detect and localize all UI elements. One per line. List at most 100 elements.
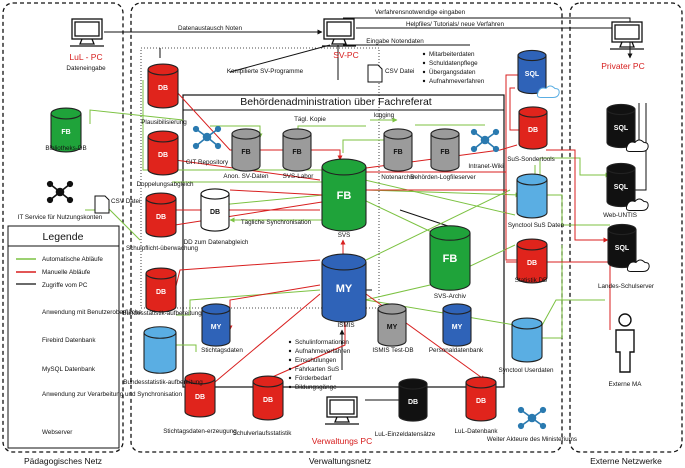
label-helpfiles: Helpfiles/ Tutorials/ neue Verfahren [406,21,505,28]
legend-title: Legende [43,231,84,243]
db-statistik: DB [516,238,548,284]
database-labels: Plausibilisierung Doppelungsabgleich Sch… [45,119,654,438]
db-code: MY [387,324,398,331]
db-label-doppelungsabgleich: Doppelungsabgleich [136,181,194,188]
db-code: FB [292,149,301,156]
db-svs-archiv: FB [429,225,471,291]
db-code: DB [528,127,538,134]
db-label-schulpflicht: Schulpflicht-überwachung [126,245,199,252]
db-code: DB [156,289,166,296]
db-code: MY [211,324,222,331]
db-code: FB [337,190,352,202]
db-synctool-sus [516,173,548,219]
db-label-stichtags: Stichtagsdaten [201,347,243,354]
label-taegl-kopie: Tägl. Kopie [294,116,326,123]
legend-item: Firebird Datenbank [42,337,96,344]
sv-pc-label: SV-PC [333,50,359,60]
db-ismis-test: MY [377,303,407,347]
db-label-personal: Personaldatenbank [429,347,484,354]
db-code: DB [476,398,486,405]
db-bundesstatistik2 [143,326,177,374]
db-label-bundesstatistik2: Bundesstatistik-aufbereitung [123,379,203,386]
ismis-bullets: Schulinformationen Aufnahmeverfahren Ein… [288,339,351,391]
db-personal: MY [442,303,472,347]
db-label-stichtagserzeugung: Stichtagsdaten-erzeugung [163,428,237,435]
file-icon-2 [94,195,110,214]
db-code: SQL [614,184,629,191]
legend-box [7,225,120,449]
db-code: FB [440,149,449,156]
ismis-bullet: Schulinformationen [295,339,349,346]
db-sql-private: SQL [517,49,560,98]
legend-item: Anwendung mit Benutzeroberfläche [42,309,142,316]
db-label-lul-einzel: LuL-Einzeldatensätze [375,431,436,438]
db-code: DB [158,152,168,159]
db-label-notenarchiv: Notenarchiv [381,174,415,181]
db-code: FB [241,149,250,156]
sv-bullet: Mitarbeiterdaten [429,51,475,58]
ismis-bullet: Aufnahmeverfahren [295,348,351,355]
db-ismis: MY [321,253,367,323]
private-pc-icon [610,21,644,50]
db-svslabor: FB [282,128,312,172]
sv-bullet: Aufnahmeverfahren [429,78,485,85]
cloud-icon [625,139,649,152]
db-web-untis: SQL [606,162,649,211]
db-synctool-user [511,317,543,363]
db-code: SQL [615,245,630,252]
label-eingabe-noten: Eingabe Notendaten [366,38,424,45]
lul-pc-title: LuL - PC [69,52,102,62]
weiter-akteure-icon [517,406,547,430]
db-label-statistik: Statistik DB [515,277,548,284]
db-code: DB [156,214,166,221]
admin-box [182,94,505,388]
db-label-bundesstatistik1: Bundesstatistik-aufbereitung [122,310,202,317]
legend-item: Webserver [42,429,72,436]
db-sus-sonder: DB [518,106,548,150]
legend-item: Manuelle Abläufe [42,269,91,276]
label-kompilierte: Kompilierte SV-Programme [227,68,304,75]
weiter-akteure-label: Weiter Akteure des Ministeriums [487,436,577,443]
sv-bullet: Übergangsdaten [429,68,476,76]
csv-datei-label-2: CSV Datei [111,198,140,205]
git-icon [192,125,222,150]
db-code: MY [452,324,463,331]
db-plausibilisierung: DB [147,63,179,109]
db-code: DB [408,399,418,406]
db-bundesstatistik1: DB [145,267,177,313]
csv-datei-label: CSV Datei [385,68,414,75]
zone-label-extern: Externe Netzwerke [590,456,662,466]
db-label-behoerden: Behörden-Logfileserver [410,174,475,181]
lul-pc-sub: Dateneingabe [66,65,106,72]
cloud-icon [536,85,560,98]
db-behoerden: FB [430,128,460,172]
db-label-landes: Landes-Schulserver [598,283,654,290]
db-label-lul-db: LuL-Datenbank [454,428,498,435]
verwaltungs-pc-icon [325,396,359,425]
private-pc-label: Privater PC [601,61,644,71]
db-label-ismis-test: ISMIS Test-DB [372,347,413,354]
label-logging: logging [374,112,395,119]
zone-label-paedagogisch: Pädagogisches Netz [24,456,102,466]
db-label-web-untis: Web-UNTIS [603,212,637,219]
db-code: DB [263,397,273,404]
db-label-svs: SVS [338,232,351,239]
sv-bullet: Schuldatenpflege [429,60,478,67]
label-taegliche-sync: Tägliche Synchronisation [241,219,312,226]
db-anon: FB [231,128,261,172]
db-lul-db: DB [465,376,497,422]
connections [85,17,648,403]
db-label-synctool-sus-text: Synctool SuS Daten [508,222,565,229]
db-schulpflicht: DB [145,192,177,238]
zone-label-verwaltung: Verwaltungsnetz [309,456,371,466]
db-dd: DB [200,188,230,232]
db-stichtagserzeugung: DB [184,372,216,418]
db-notenarchiv: FB [383,128,413,172]
cloud-icon [625,198,649,211]
ismis-bullet: Bildungsgänge [295,384,337,391]
verwaltungs-pc-label: Verwaltungs PC [312,436,372,446]
legend-item: Anwendung zur Verarbeitung und Synchroni… [42,391,183,398]
db-label-sus-sonder: SuS-Sondertools [507,156,555,163]
label-verfahrensnotwendige: Verfahrensnotwendige eingaben [375,9,466,16]
ismis-bullet: Einschulungen [295,357,337,364]
